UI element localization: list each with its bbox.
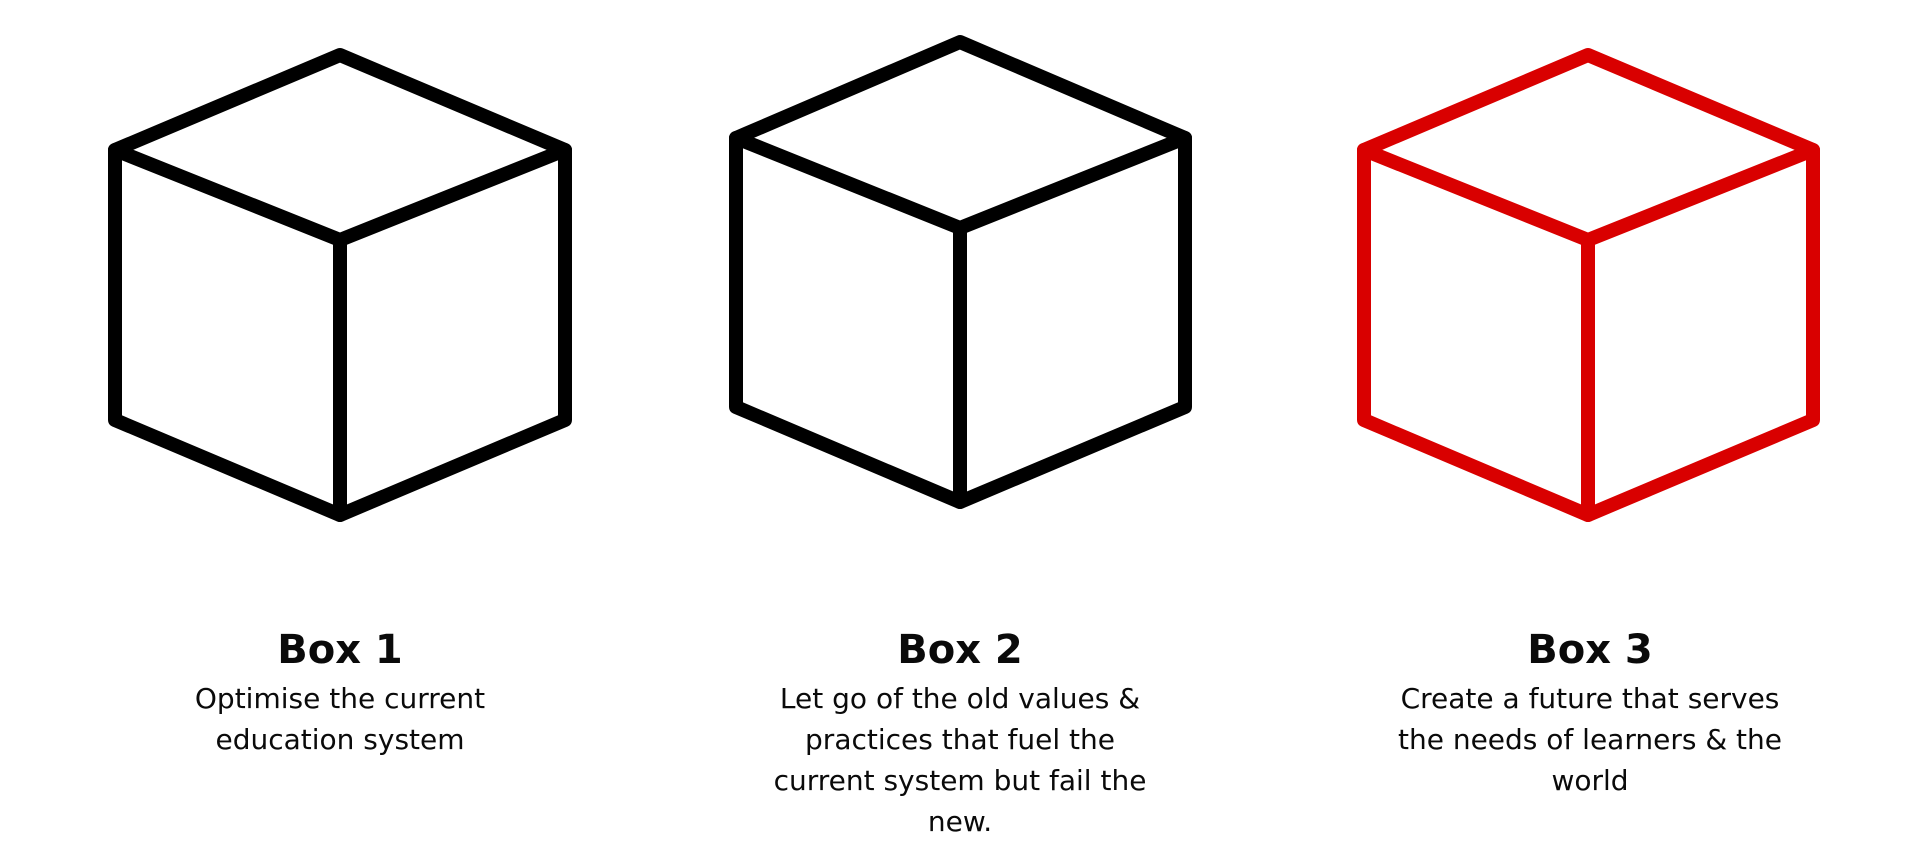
cube-icon-box-1 bbox=[108, 48, 572, 522]
box-2-description: Let go of the old values & practices tha… bbox=[773, 682, 1147, 838]
box-2-title: Box 2 bbox=[897, 627, 1023, 673]
box-1-description: Optimise the current education system bbox=[194, 682, 486, 756]
box-3-description: Create a future that serves the needs of… bbox=[1397, 682, 1783, 797]
box-1-caption: Box 1 Optimise the current education sys… bbox=[80, 622, 600, 760]
cube-top-edges bbox=[108, 143, 572, 247]
cube-top-edges bbox=[1357, 143, 1820, 247]
box-3-caption: Box 3 Create a future that serves the ne… bbox=[1330, 622, 1850, 801]
box-3-title: Box 3 bbox=[1527, 627, 1653, 673]
cube-top-edges bbox=[729, 131, 1192, 235]
box-2-caption: Box 2 Let go of the old values & practic… bbox=[700, 622, 1220, 842]
cube-icon-box-3 bbox=[1357, 48, 1820, 522]
box-1-title: Box 1 bbox=[277, 627, 403, 673]
cube-icon-box-2 bbox=[729, 35, 1192, 509]
